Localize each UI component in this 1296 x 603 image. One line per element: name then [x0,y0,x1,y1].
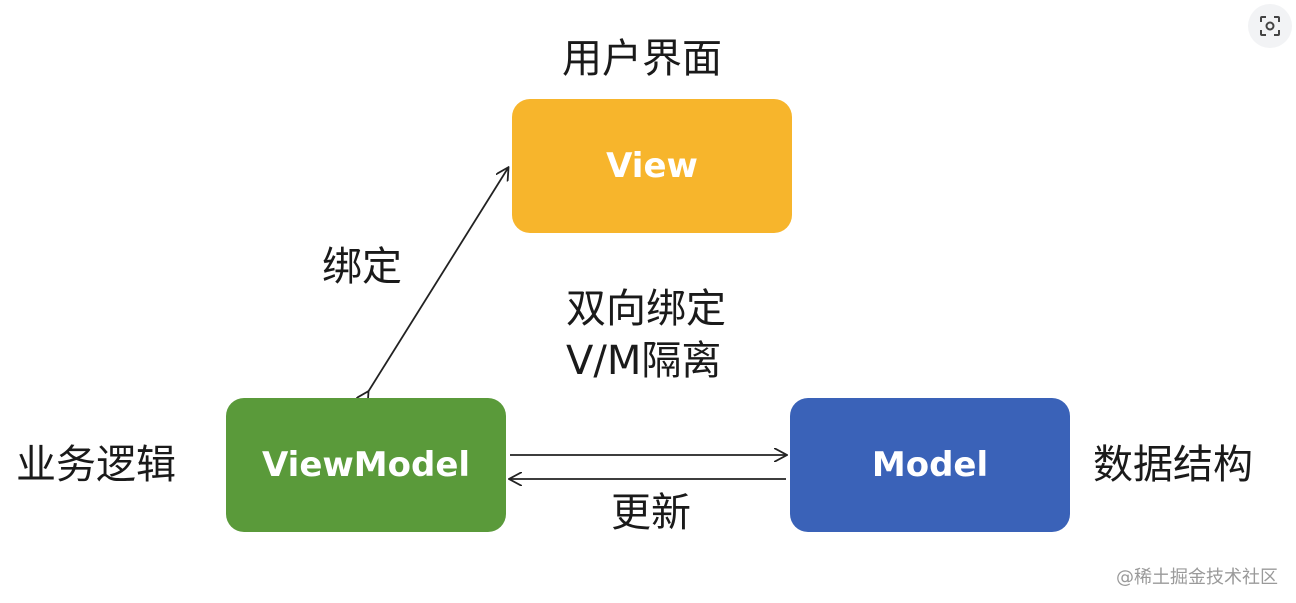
binding-label: 绑定 [322,244,402,290]
viewmodel-label: ViewModel [261,445,471,485]
update-label: 更新 [611,490,691,536]
viewmodel-caption: 业务逻辑 [16,442,176,488]
model-box: Model [790,398,1070,532]
model-label: Model [871,445,989,485]
view-caption: 用户界面 [562,36,722,82]
two-way-binding-label: 双向绑定 [566,286,726,332]
model-caption: 数据结构 [1093,442,1253,488]
view-box: View [512,99,792,233]
watermark: @稀土掘金技术社区 [1116,567,1278,588]
scan-icon [1260,16,1280,36]
scan-button[interactable] [1248,4,1292,48]
view-label: View [606,146,698,186]
view-viewmodel-arrow [368,168,508,392]
viewmodel-box: ViewModel [226,398,506,532]
vm-isolation-label: V/M隔离 [566,338,722,384]
